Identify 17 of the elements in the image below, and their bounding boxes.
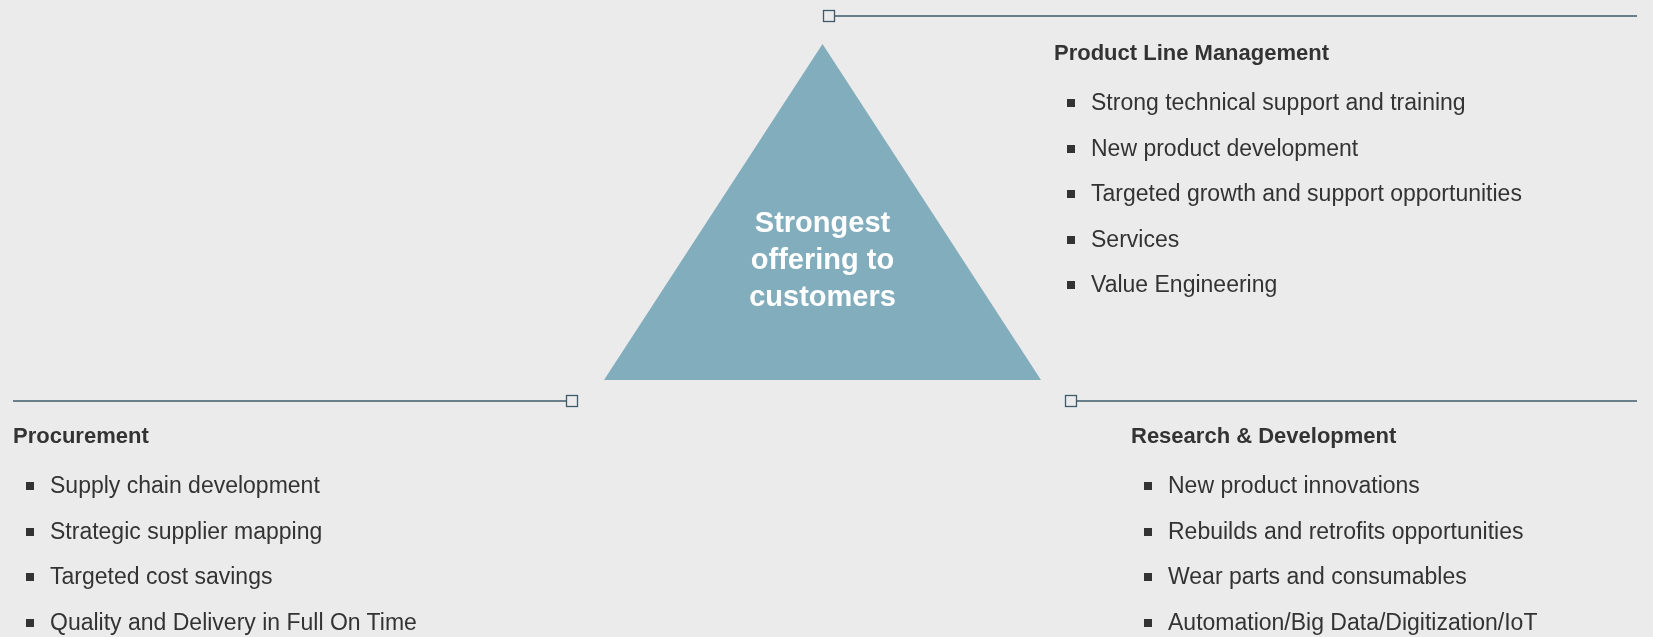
bullet-text: Services — [1091, 225, 1180, 253]
bullet-text: Wear parts and consumables — [1168, 563, 1467, 590]
bullet-text: Rebuilds and retrofits opportunities — [1168, 517, 1524, 545]
section-heading: Procurement — [13, 423, 149, 449]
bullet-text: Value Engineering — [1091, 271, 1278, 298]
section-heading: Product Line Management — [1054, 40, 1330, 66]
section-heading: Research & Development — [1131, 423, 1397, 449]
triangle-label: Strongest offering to customers — [748, 205, 897, 314]
bullet-text: Strategic supplier mapping — [50, 517, 323, 545]
bullet-text: Targeted growth and support opportunities — [1091, 180, 1522, 207]
bullet-text: Strong technical support and training — [1091, 89, 1466, 116]
bullet-text: Quality and Delivery in Full On Time — [50, 608, 417, 636]
bullet-text: New product development — [1091, 134, 1359, 162]
bullet-text: Targeted cost savings — [50, 563, 273, 590]
bullet-text: New product innovations — [1168, 472, 1420, 499]
bullet-text: Automation/Big Data/Digitization/IoT — [1168, 608, 1538, 636]
bullet-text: Supply chain development — [50, 472, 320, 499]
